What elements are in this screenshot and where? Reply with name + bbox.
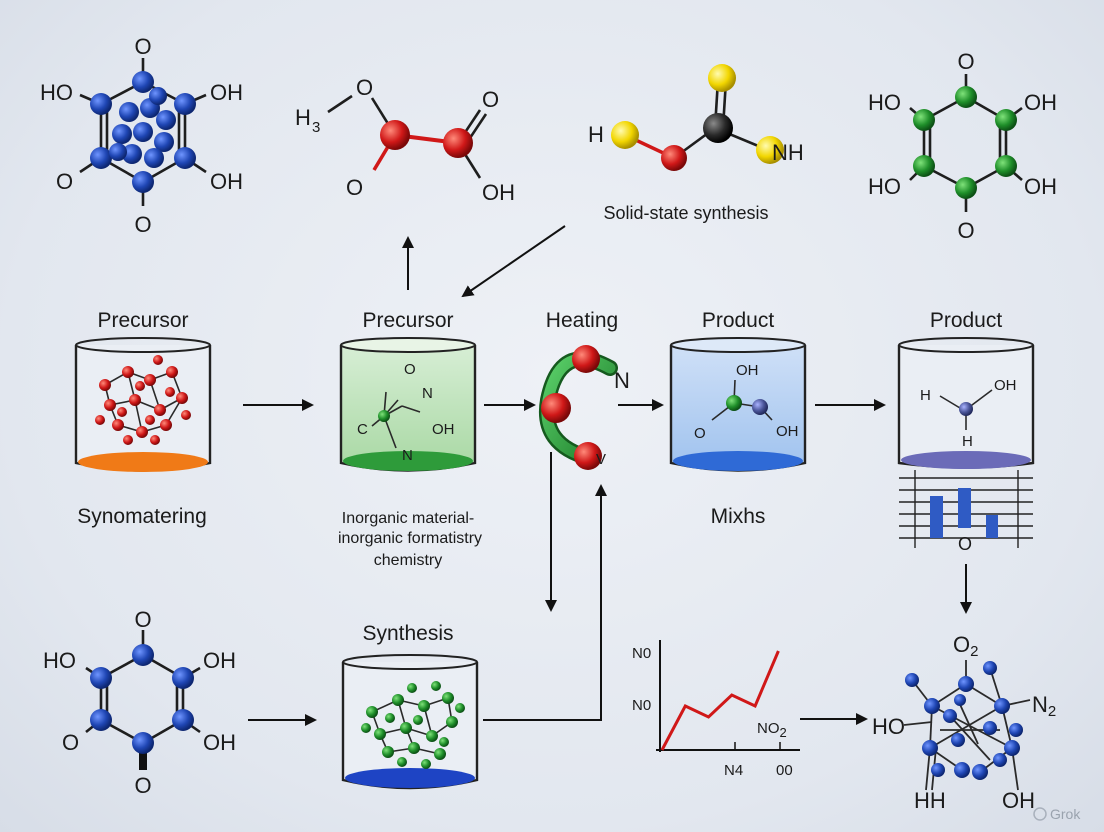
stage-title-precursor-1: Precursor xyxy=(97,309,188,332)
beaker-product-purple: H OH H O xyxy=(897,337,1035,554)
m4-oh-right2: OH xyxy=(1024,174,1057,199)
caption-inorganic-line-2: inorganic formatistry xyxy=(338,530,482,547)
beaker-product-blue: OH O OH xyxy=(669,337,807,472)
process-arrows xyxy=(243,225,972,726)
stage-title-product-2: Product xyxy=(930,309,1003,332)
m2-o-right: O xyxy=(482,87,499,112)
molecule-red-acid: H 3 O O O OH xyxy=(295,75,515,205)
watermark-text: Grok xyxy=(1050,806,1081,822)
b2-n2: N xyxy=(402,447,413,464)
m6-hh: HH xyxy=(914,788,946,813)
molecule-blue-ring-top-left: O HO OH O OH O xyxy=(40,34,243,237)
b2-n1: N xyxy=(422,385,433,402)
m5-o-bottom: O xyxy=(134,773,151,798)
chart-y-tick-1: N0 xyxy=(632,645,651,662)
m1-oh-right2: OH xyxy=(210,169,243,194)
chart-y-tick-2: N0 xyxy=(632,697,651,714)
m4-ho-left1: HO xyxy=(868,90,901,115)
m4-o-top: O xyxy=(957,49,974,74)
molecule-blue-ring-bottom-left: O HO OH O OH O xyxy=(43,607,236,798)
watermark: Grok xyxy=(1033,806,1081,822)
chart-series-line-1 xyxy=(660,650,780,751)
m1-o-bottom: O xyxy=(134,212,151,237)
heat-v: V xyxy=(596,451,606,468)
stage-title-precursor-2: Precursor xyxy=(362,309,453,332)
m6-n2: N2 xyxy=(1032,692,1056,720)
m2-o-top: O xyxy=(356,75,373,100)
b3-oh-top: OH xyxy=(736,362,759,379)
m2-h: H xyxy=(295,105,311,130)
b4-o: O xyxy=(958,534,972,554)
beaker-precursor-green: O N C N OH xyxy=(339,337,477,472)
b4-h1: H xyxy=(920,387,931,404)
m2-o-left: O xyxy=(346,175,363,200)
m1-o-top: O xyxy=(134,34,151,59)
b3-o: O xyxy=(694,425,706,442)
caption-synomatering: Synomatering xyxy=(77,505,207,528)
chart-x-tick-1: N4 xyxy=(724,762,743,779)
top-label-solid-state: Solid-state synthesis xyxy=(603,203,768,223)
caption-mixhs: Mixhs xyxy=(711,505,766,528)
beaker-synthesis-green-particles xyxy=(341,654,479,790)
heating-tube-molecule: N V xyxy=(538,345,630,470)
blue-atoms xyxy=(90,71,196,193)
molecule-yellow-black: H NH xyxy=(588,64,804,171)
m4-o-bottom: O xyxy=(957,218,974,243)
m4-oh-right1: OH xyxy=(1024,90,1057,115)
stage-title-product-1: Product xyxy=(702,309,775,332)
m4-ho-left2: HO xyxy=(868,174,901,199)
m5-oh-right2: OH xyxy=(203,730,236,755)
b2-oh: OH xyxy=(432,421,455,438)
stage-title-synthesis: Synthesis xyxy=(362,622,453,645)
m3-h: H xyxy=(588,122,604,147)
caption-inorganic-line-3: chemistry xyxy=(374,552,442,569)
m5-o-left: O xyxy=(62,730,79,755)
m3-nh: NH xyxy=(772,140,804,165)
line-chart: N0 N0 N4 00 NO2 xyxy=(632,640,800,779)
m1-o-left: O xyxy=(56,169,73,194)
b4-oh: OH xyxy=(994,377,1017,394)
b3-oh: OH xyxy=(776,423,799,440)
heat-n: N xyxy=(614,368,630,393)
chart-annotation: NO2 xyxy=(757,720,787,740)
beaker-precursor-red-particles xyxy=(74,337,212,472)
m5-o-top: O xyxy=(134,607,151,632)
beaker4-bar-2 xyxy=(958,488,971,528)
molecule-blue-cluster-bottom-right: O2 N2 HO HH OH xyxy=(872,632,1056,813)
m2-oh: OH xyxy=(482,180,515,205)
molecule-green-ring-top-right: O HO OH HO OH O xyxy=(868,49,1057,243)
m1-oh-right: OH xyxy=(210,80,243,105)
beaker4-bar-1 xyxy=(930,496,943,538)
m5-ho-left: HO xyxy=(43,648,76,673)
m6-oh: OH xyxy=(1002,788,1035,813)
beaker4-bar-3 xyxy=(986,515,998,538)
m6-ho: HO xyxy=(872,714,905,739)
m6-o2: O2 xyxy=(953,632,978,660)
chart-x-tick-2: 00 xyxy=(776,762,793,779)
m2-subscript: 3 xyxy=(312,119,320,136)
m5-oh-right: OH xyxy=(203,648,236,673)
b2-o: O xyxy=(404,361,416,378)
b4-h2: H xyxy=(962,433,973,450)
b2-c: C xyxy=(357,421,368,438)
m1-ho-left: HO xyxy=(40,80,73,105)
caption-inorganic-line-1: Inorganic material- xyxy=(342,510,475,527)
stage-title-heating: Heating xyxy=(546,309,618,332)
